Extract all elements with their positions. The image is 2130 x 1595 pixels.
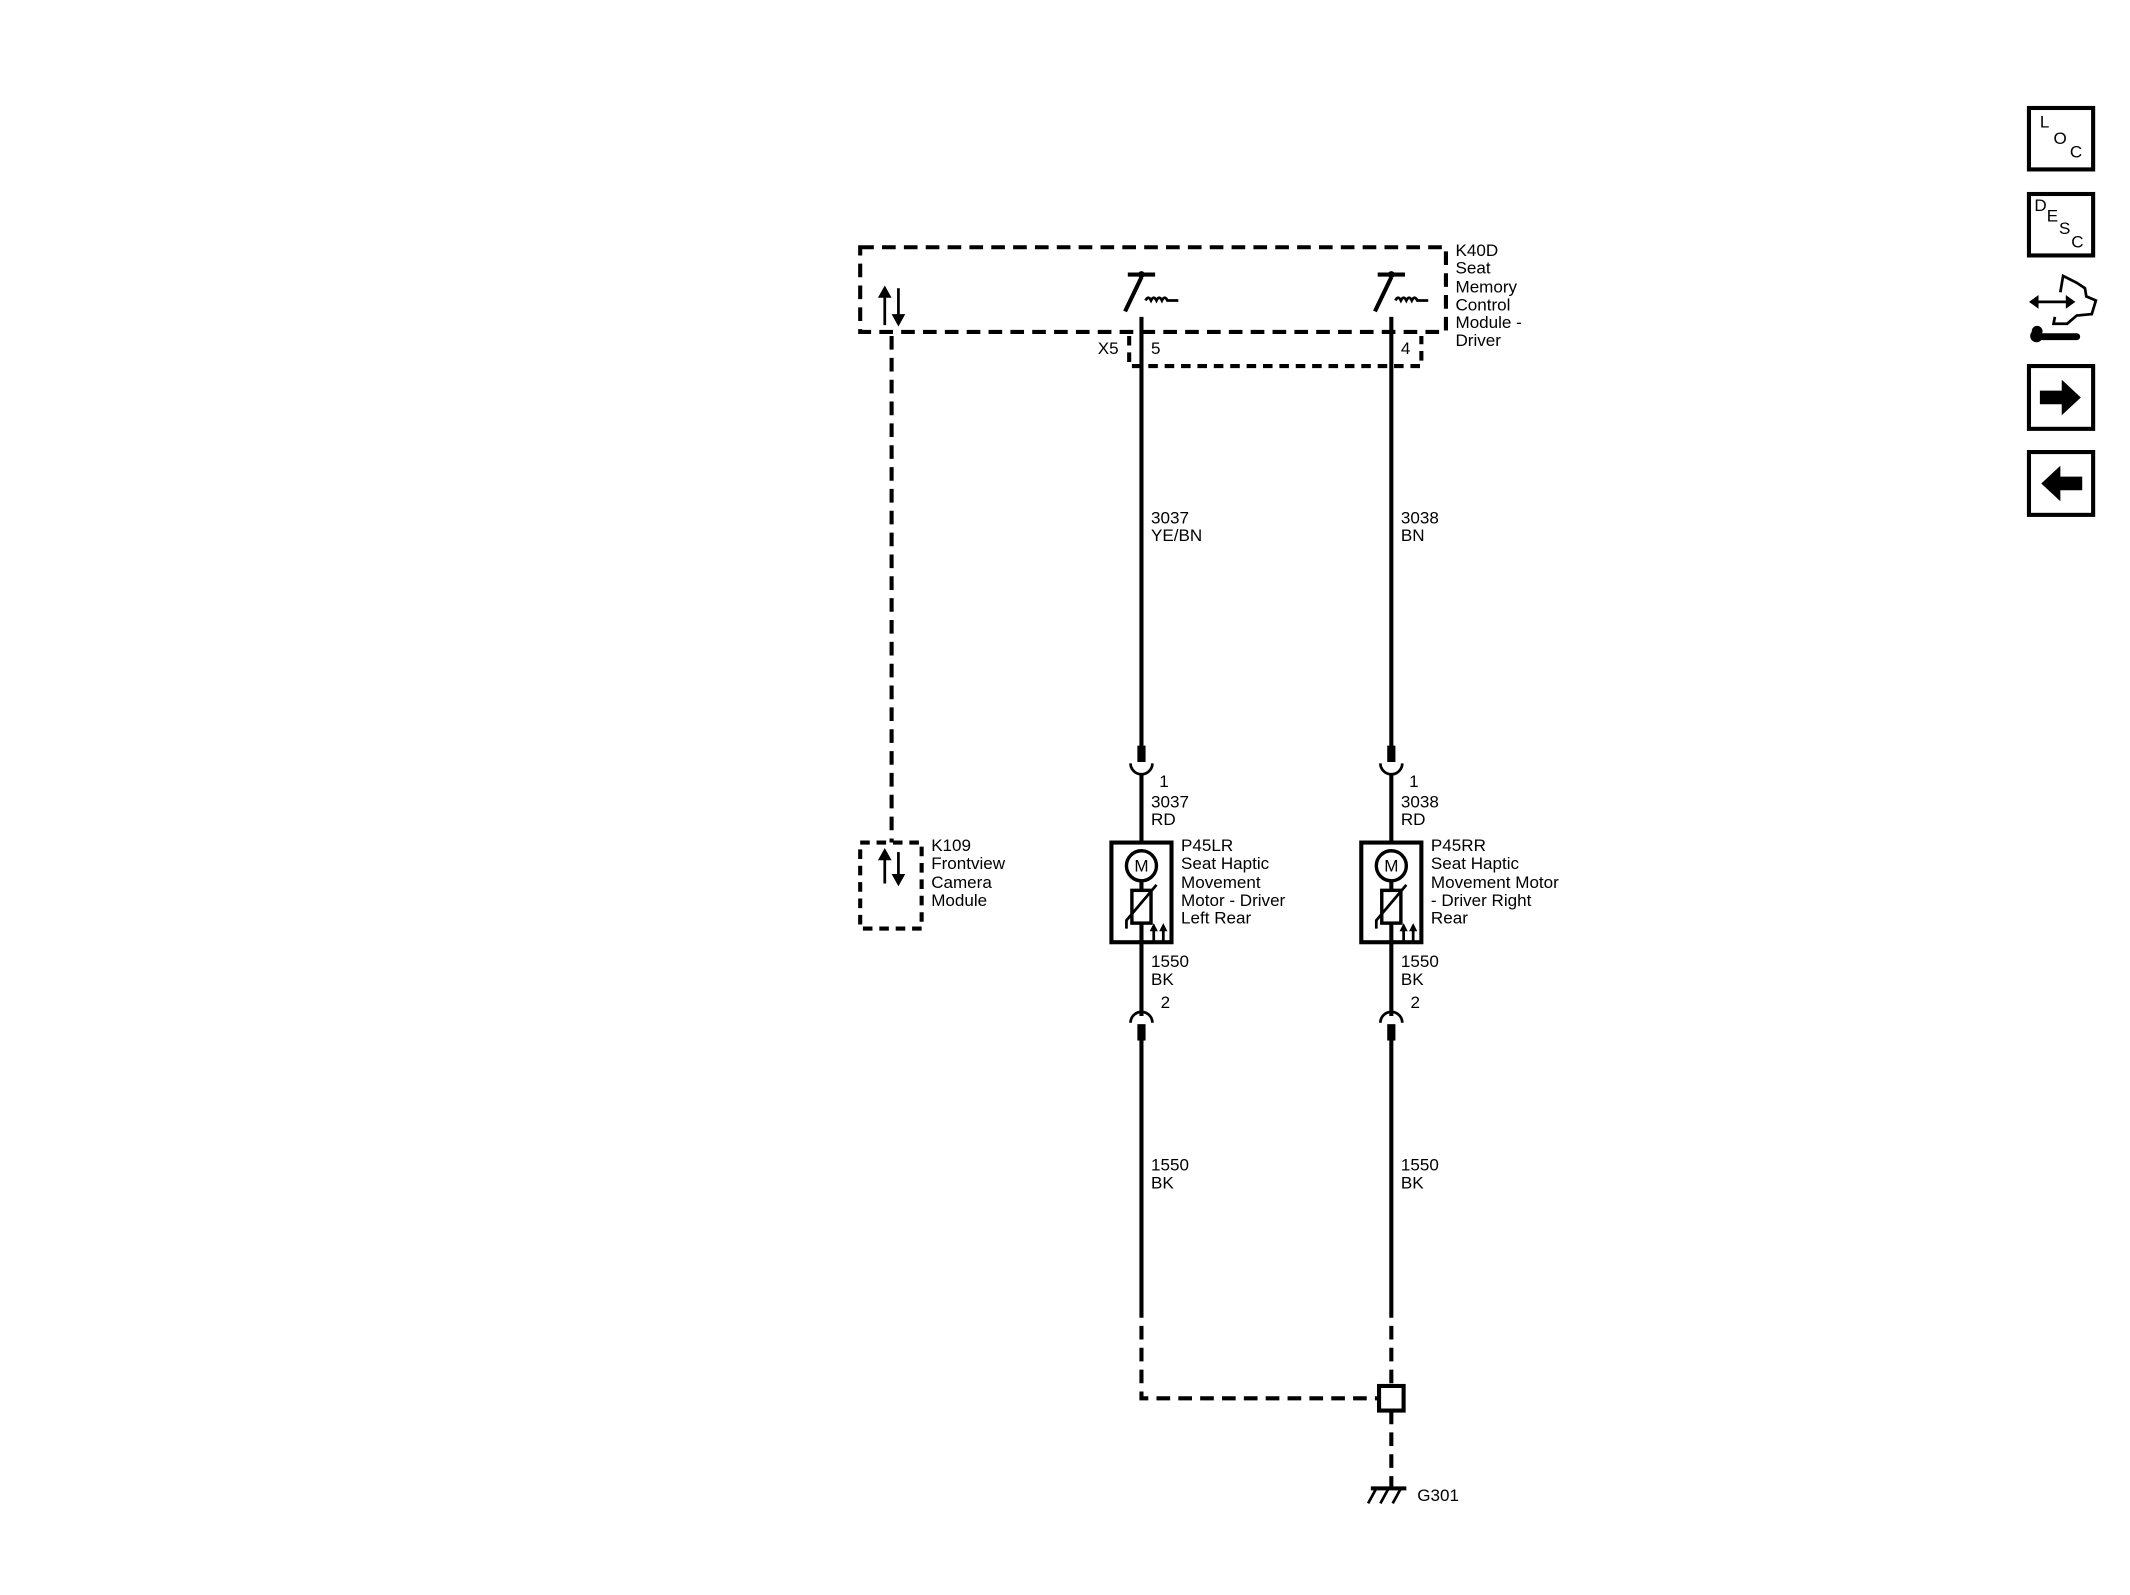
next-button[interactable] <box>2026 363 2096 431</box>
pin-2: 2 <box>1161 993 1170 1012</box>
svg-text:L: L <box>2040 113 2049 132</box>
serial-data-icon <box>877 285 906 327</box>
connector-female-icon <box>1129 1010 1154 1023</box>
connector-x5 <box>1127 336 1424 369</box>
circuit-number: 3038 <box>1401 508 1439 527</box>
up-arrows-icon <box>1399 923 1418 941</box>
svg-text:Driver: Driver <box>1456 331 1502 350</box>
k40d-module-box <box>858 245 1448 334</box>
terminal <box>1137 1024 1146 1041</box>
circuit-number: 1550 <box>1401 952 1439 971</box>
svg-text:M: M <box>1134 857 1148 876</box>
serial-data-icon <box>877 848 906 887</box>
svg-text:Control: Control <box>1456 295 1511 314</box>
up-arrows-icon <box>1149 923 1168 941</box>
svg-text:Memory: Memory <box>1456 278 1518 297</box>
pin-4: 4 <box>1401 339 1410 358</box>
circuit-number: 3037 <box>1151 792 1189 811</box>
svg-text:Frontview: Frontview <box>931 854 1006 873</box>
k109-label: K109 Frontview Camera Module <box>931 836 1006 910</box>
svg-text:Motor - Driver: Motor - Driver <box>1181 891 1286 910</box>
svg-text:E: E <box>2047 207 2058 226</box>
circuit-number: 1550 <box>1401 1156 1439 1175</box>
motor-p45lr[interactable]: M <box>1109 840 1174 945</box>
splice-wire <box>1139 1304 1380 1401</box>
ground-icon <box>1366 1486 1407 1505</box>
svg-text:Seat Haptic: Seat Haptic <box>1181 854 1270 873</box>
svg-text:Module: Module <box>931 891 987 910</box>
wire-color: YE/BN <box>1151 526 1202 545</box>
svg-text:S: S <box>2059 219 2070 238</box>
k109-module-box[interactable] <box>858 840 924 931</box>
svg-text:D: D <box>2034 196 2046 215</box>
splice-pack[interactable] <box>1376 1383 1406 1413</box>
svg-text:P45LR: P45LR <box>1181 836 1233 855</box>
svg-text:M: M <box>1384 857 1398 876</box>
svg-text:C: C <box>2071 233 2083 252</box>
connector-repair-icon[interactable] <box>2028 273 2098 343</box>
terminal <box>1387 1024 1396 1041</box>
svg-text:K109: K109 <box>931 836 971 855</box>
svg-text:Left Rear: Left Rear <box>1181 909 1251 928</box>
pin-5: 5 <box>1151 339 1160 358</box>
next-arrow-icon <box>2039 379 2081 416</box>
svg-text:- Driver Right: - Driver Right <box>1431 891 1532 910</box>
terminal <box>1387 745 1396 762</box>
previous-arrow-icon <box>2041 465 2083 502</box>
wire-color: RD <box>1401 810 1426 829</box>
pin-1: 1 <box>1409 772 1418 791</box>
svg-text:Seat: Seat <box>1456 259 1491 278</box>
motor-p45rr[interactable]: M <box>1359 840 1424 945</box>
pin-1: 1 <box>1159 772 1168 791</box>
connector-female-icon <box>1379 763 1404 776</box>
circuit-number: 3038 <box>1401 792 1439 811</box>
low-side-driver-switch-left <box>1123 271 1179 313</box>
svg-text:Camera: Camera <box>931 873 992 892</box>
motor-p45rr-label: P45RR Seat Haptic Movement Motor - Drive… <box>1431 836 1559 927</box>
desc-button[interactable]: D E S C <box>2026 191 2096 258</box>
wire-color: BN <box>1401 526 1425 545</box>
wire-color: BK <box>1151 1173 1174 1192</box>
svg-text:Seat Haptic: Seat Haptic <box>1431 854 1520 873</box>
wire-color: BK <box>1401 970 1424 989</box>
wire-color: RD <box>1151 810 1176 829</box>
connector-female-icon <box>1379 1010 1404 1023</box>
connector-female-icon <box>1129 763 1154 776</box>
svg-text:Movement Motor: Movement Motor <box>1431 873 1559 892</box>
loc-button[interactable]: L O C <box>2026 105 2096 172</box>
low-side-driver-switch-right <box>1373 271 1429 313</box>
svg-text:Module -: Module - <box>1456 313 1522 332</box>
svg-text:O: O <box>2054 129 2067 148</box>
svg-text:C: C <box>2070 143 2082 162</box>
svg-text:K40D: K40D <box>1456 241 1499 260</box>
svg-text:Rear: Rear <box>1431 909 1468 928</box>
circuit-number: 3037 <box>1151 508 1189 527</box>
svg-text:Movement: Movement <box>1181 873 1261 892</box>
k40d-label: K40D Seat Memory Control Module - Driver <box>1456 241 1522 350</box>
wire-color: BK <box>1151 970 1174 989</box>
pin-2: 2 <box>1410 993 1419 1012</box>
motor-p45lr-label: P45LR Seat Haptic Movement Motor - Drive… <box>1181 836 1286 927</box>
previous-button[interactable] <box>2026 450 2096 517</box>
connector-name: X5 <box>1098 339 1119 358</box>
circuit-number: 1550 <box>1151 1156 1189 1175</box>
circuit-number: 1550 <box>1151 952 1189 971</box>
svg-text:P45RR: P45RR <box>1431 836 1486 855</box>
wire-color: BK <box>1401 1173 1424 1192</box>
ground-label: G301 <box>1417 1486 1459 1505</box>
terminal <box>1137 745 1146 762</box>
